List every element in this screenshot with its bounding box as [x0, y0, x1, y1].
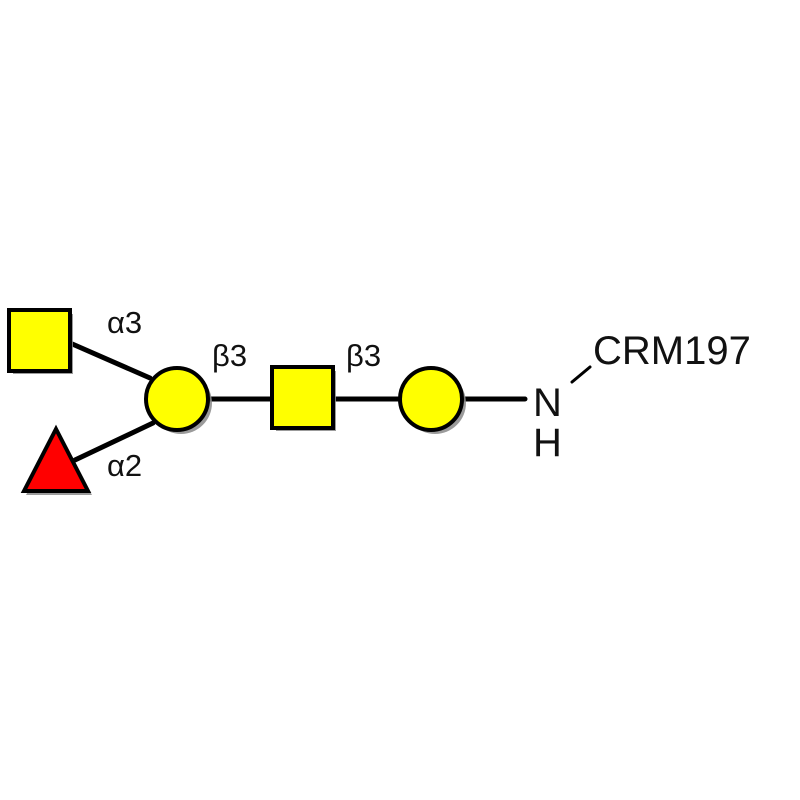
galnac-terminal-square: [7, 308, 72, 373]
galactose-reducing-circle: [398, 366, 464, 432]
amine-n-label: N: [533, 381, 562, 425]
amine-h-label: H: [533, 421, 562, 465]
linkage-label-alpha2: α2: [107, 448, 142, 483]
linkage-label-beta3-first: β3: [212, 338, 247, 373]
carrier-protein-label: CRM197: [593, 329, 751, 373]
linkage-label-beta3-second: β3: [346, 338, 381, 373]
galnac-core-square: [270, 365, 335, 430]
galactose-branch-circle: [144, 366, 210, 432]
bond-upper-square-to-branch-circle: [67, 340, 153, 381]
fucose-triangle: [20, 424, 92, 493]
linkage-label-alpha3: α3: [107, 305, 142, 340]
bond-amine-to-carrier: [570, 365, 592, 384]
bond-triangle-to-branch-circle: [72, 420, 156, 463]
